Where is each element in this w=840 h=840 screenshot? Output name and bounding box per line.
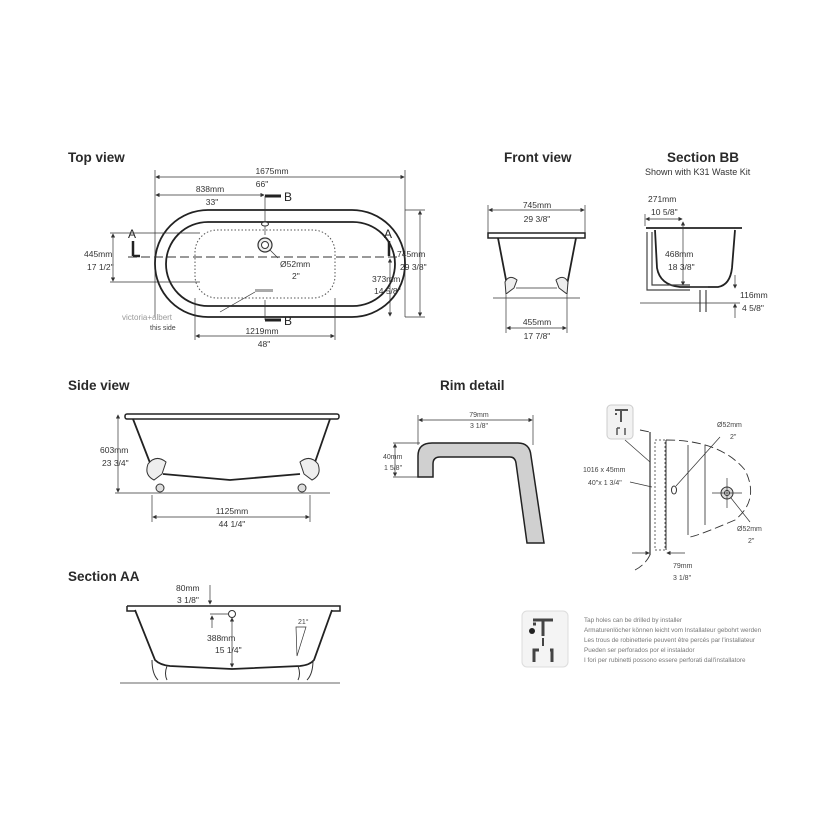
front-view: Front view 745mm 29 3/8" 455mm 17 7/8" [487, 150, 586, 341]
tap-note-it: I fori per rubinetti possono essere perf… [584, 657, 746, 664]
inner-in: 17 1/2" [87, 262, 114, 272]
inner-mm: 445mm [84, 249, 112, 259]
tap-rim-mm: 79mm [673, 563, 693, 570]
overflow-icon [228, 610, 236, 618]
length-in: 66" [256, 179, 268, 189]
waste-hole-in: 2" [748, 538, 755, 545]
rim-height-in: 1 5/8" [384, 465, 403, 472]
front-feet-in: 17 7/8" [524, 331, 551, 341]
bb-clear-mm: 116mm [740, 290, 768, 300]
edge-in: 14 5/8" [374, 286, 401, 296]
basin-in: 48" [258, 339, 270, 349]
rim-detail: Rim detail 79mm 3 1/8" 40mm 1 5/8" [383, 378, 545, 544]
top-view-title: Top view [68, 150, 125, 165]
section-b-label-bottom: B [284, 314, 292, 328]
aa-depth-mm: 388mm [207, 633, 235, 643]
basin-mm: 1219mm [245, 326, 278, 336]
section-bb-subtitle: Shown with K31 Waste Kit [645, 167, 751, 177]
edge-mm: 373mm [372, 274, 400, 284]
bb-clear-in: 4 5/8" [742, 303, 764, 313]
front-feet-mm: 455mm [523, 317, 551, 327]
bb-depth-mm: 468mm [665, 249, 693, 259]
waste-mm: Ø52mm [280, 259, 310, 269]
side-view: Side view 603mm 23 3/4" 1125mm 44 1/4" [68, 378, 340, 529]
top-view: Top view 1675mm 66" 838mm 33" B Ø52mm 2"… [68, 150, 427, 349]
claw-feet [151, 659, 314, 681]
rim-width-mm: 79mm [469, 412, 489, 419]
side-height-mm: 603mm [100, 445, 128, 455]
section-b-label-top: B [284, 190, 292, 204]
front-width-in: 29 3/8" [524, 214, 551, 224]
tap-note-fr: Les trous de robinetterie peuvent être p… [584, 637, 755, 644]
tap-note-es: Pueden ser perforados por el instalador [584, 647, 695, 654]
tap-hole-detail: Ø52mm 2" Ø52mm 2" 1016 x 45mm 40"x 1 3/4… [583, 404, 762, 582]
section-aa-title: Section AA [68, 569, 140, 584]
aa-angle: 21° [298, 618, 309, 626]
section-bb-title: Section BB [667, 150, 739, 165]
overflow-icon [261, 221, 269, 227]
waste-hole-mm: Ø52mm [737, 526, 762, 533]
claw-feet [146, 458, 320, 481]
tap-note-en: Tap holes can be drilled by installer [584, 617, 682, 624]
side-height-in: 23 3/4" [102, 458, 129, 468]
panel-mm: 1016 x 45mm [583, 467, 626, 474]
section-a-label-left: A [128, 227, 136, 241]
half-in: 33" [206, 197, 218, 207]
tap-hole-in: 2" [730, 434, 737, 441]
front-view-title: Front view [504, 150, 572, 165]
claw-feet [504, 276, 569, 295]
side-feet-mm: 1125mm [216, 506, 248, 516]
side-feet-in: 44 1/4" [219, 519, 246, 529]
tub-outer-rim [154, 209, 406, 318]
bb-offset-in: 10 5/8" [651, 207, 678, 217]
waste-in: 2" [292, 271, 300, 281]
tap-note-de: Armaturenlöcher können leicht vom Instal… [584, 627, 762, 634]
rim-width-in: 3 1/8" [470, 423, 489, 430]
tap-note: Tap holes can be drilled by installer Ar… [521, 610, 762, 668]
half-mm: 838mm [196, 184, 224, 194]
rim-profile [417, 442, 545, 544]
tap-hole-mm: Ø52mm [717, 422, 742, 429]
tub-inner-rim [165, 221, 396, 307]
brand-note: this side [150, 325, 176, 332]
rim-detail-title: Rim detail [440, 378, 505, 393]
section-aa: Section AA 80mm 3 1/8" 388mm 15 1/4" 21° [68, 569, 341, 684]
tap-rim-in: 3 1/8" [673, 575, 692, 582]
panel-in: 40"x 1 3/4" [588, 480, 622, 487]
aa-depth-in: 15 1/4" [215, 645, 242, 655]
rim-height-mm: 40mm [383, 454, 403, 461]
bb-offset-mm: 271mm [648, 194, 676, 204]
tap-hole-icon [671, 485, 677, 495]
section-a-label-right: A [384, 227, 392, 241]
section-bb: Section BB Shown with K31 Waste Kit 271m… [640, 150, 768, 318]
brand-logo-text: victoria+albert [122, 313, 173, 322]
waste-kit-pipe [646, 232, 708, 312]
side-view-title: Side view [68, 378, 130, 393]
bb-depth-in: 18 3/8" [668, 262, 695, 272]
aa-overflow-mm: 80mm [176, 583, 200, 593]
width-mm: 745mm [397, 249, 425, 259]
width-in: 29 3/8" [400, 262, 427, 272]
aa-overflow-in: 3 1/8" [177, 595, 199, 605]
length-mm: 1675mm [255, 166, 288, 176]
front-width-mm: 745mm [523, 200, 551, 210]
